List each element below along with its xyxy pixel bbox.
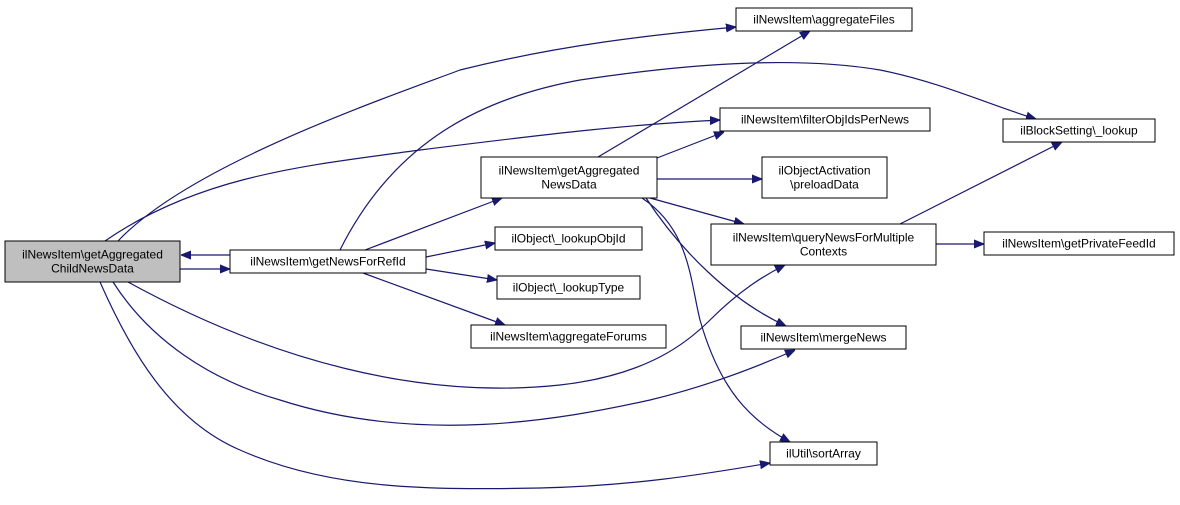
- edge-line: [641, 197, 790, 442]
- node-box[interactable]: [4, 240, 181, 283]
- edge-line: [104, 120, 720, 242]
- node-label-line: ilUtil\sortArray: [786, 447, 861, 461]
- node-label-line: ilNewsItem\getAggregated: [499, 164, 640, 178]
- edge-line: [364, 198, 502, 251]
- node-label-line: ilNewsItem\aggregateFiles: [753, 13, 894, 27]
- node-lookupObjId[interactable]: ilObject\_lookupObjId: [494, 226, 643, 251]
- edge-line: [99, 281, 770, 490]
- node-aggregateForums[interactable]: ilNewsItem\aggregateForums: [470, 324, 667, 349]
- edge-line: [117, 27, 736, 242]
- node-label-line: ilObject\_lookupObjId: [511, 232, 625, 246]
- edge-layer: [99, 27, 1062, 490]
- node-box[interactable]: [494, 226, 643, 251]
- node-label-line: ilNewsItem\aggregateForums: [490, 330, 647, 344]
- edge-root-to-sortArray: [99, 281, 770, 490]
- node-label-line: ChildNewsData: [51, 262, 134, 276]
- edge-line: [656, 132, 724, 159]
- node-aggregateFiles[interactable]: ilNewsItem\aggregateFiles: [735, 7, 913, 32]
- node-mergeNews[interactable]: ilNewsItem\mergeNews: [740, 325, 907, 350]
- node-box[interactable]: [496, 275, 641, 300]
- node-box[interactable]: [710, 223, 937, 266]
- node-lookupType[interactable]: ilObject\_lookupType: [496, 275, 641, 300]
- node-box[interactable]: [719, 107, 931, 132]
- node-label-line: ilObjectActivation: [778, 164, 870, 178]
- node-preloadData[interactable]: ilObjectActivation\preloadData: [761, 156, 888, 199]
- edge-line: [899, 142, 1062, 225]
- edge-line: [597, 31, 810, 158]
- node-box[interactable]: [229, 249, 427, 274]
- edge-root-to-filterObjIdsPerNews: [104, 120, 720, 242]
- node-box[interactable]: [983, 231, 1175, 256]
- node-label-line: \preloadData: [790, 178, 859, 192]
- edge-getAggregatedNewsData-to-filterObjIdsPerNews: [656, 132, 724, 159]
- edge-root-to-queryNewsForMultipleContexts: [127, 265, 785, 389]
- node-label-line: ilNewsItem\queryNewsForMultiple: [733, 231, 915, 245]
- node-getPrivateFeedId[interactable]: ilNewsItem\getPrivateFeedId: [983, 231, 1175, 256]
- node-box[interactable]: [1002, 118, 1156, 143]
- node-blockLookup[interactable]: ilBlockSetting\_lookup: [1002, 118, 1156, 143]
- node-box[interactable]: [480, 156, 658, 199]
- edge-getNewsForRefId-to-lookupObjId: [425, 243, 495, 258]
- node-label-line: ilNewsItem\getNewsForRefId: [250, 255, 405, 269]
- edge-line: [362, 272, 505, 325]
- edge-line: [425, 243, 495, 258]
- edge-getNewsForRefId-to-lookupType: [425, 268, 497, 280]
- edge-getNewsForRefId-to-getAggregatedNewsData: [364, 198, 502, 251]
- edge-getAggregatedNewsData-to-mergeNews: [645, 197, 786, 326]
- edge-line: [112, 281, 795, 426]
- node-sortArray[interactable]: ilUtil\sortArray: [769, 441, 878, 466]
- node-box[interactable]: [740, 325, 907, 350]
- edge-line: [127, 265, 785, 389]
- edge-line: [339, 61, 1036, 251]
- node-label-line: ilObject\_lookupType: [513, 281, 625, 295]
- node-label-line: ilNewsItem\filterObjIdsPerNews: [741, 113, 909, 127]
- node-label-line: NewsData: [541, 178, 597, 192]
- edge-root-to-mergeNews: [112, 281, 795, 426]
- edge-getNewsForRefId-to-blockLookup: [339, 61, 1036, 251]
- node-filterObjIdsPerNews[interactable]: ilNewsItem\filterObjIdsPerNews: [719, 107, 931, 132]
- edge-root-to-aggregateFiles: [117, 27, 736, 242]
- node-box[interactable]: [735, 7, 913, 32]
- node-getNewsForRefId[interactable]: ilNewsItem\getNewsForRefId: [229, 249, 427, 274]
- node-label-line: ilNewsItem\getPrivateFeedId: [1002, 237, 1155, 251]
- node-label-line: Contexts: [800, 245, 847, 259]
- edge-getAggregatedNewsData-to-aggregateFiles: [597, 31, 810, 158]
- node-box[interactable]: [470, 324, 667, 349]
- node-label-line: ilNewsItem\getAggregated: [22, 248, 163, 262]
- node-label-line: ilNewsItem\mergeNews: [760, 331, 886, 345]
- edge-line: [425, 268, 497, 280]
- edge-getAggregatedNewsData-to-sortArray: [641, 197, 790, 442]
- node-box[interactable]: [761, 156, 888, 199]
- edge-queryNewsForMultipleContexts-to-blockLookup: [899, 142, 1062, 225]
- edge-getAggregatedNewsData-to-queryNewsForMultipleContexts: [649, 197, 744, 224]
- edge-line: [645, 197, 786, 326]
- edge-getNewsForRefId-to-aggregateForums: [362, 272, 505, 325]
- edge-line: [649, 197, 744, 224]
- node-box[interactable]: [769, 441, 878, 466]
- node-label-line: ilBlockSetting\_lookup: [1020, 124, 1138, 138]
